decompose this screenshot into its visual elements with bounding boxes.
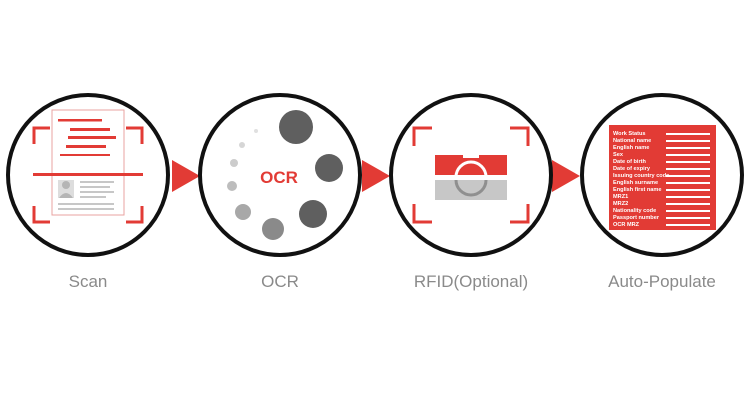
arrow-right-icon (552, 160, 580, 192)
form-field-label: Passport number (613, 215, 660, 221)
form-field-line (666, 140, 710, 142)
form-field-label: Nationality code (613, 208, 656, 214)
document-scan-icon (32, 109, 144, 224)
form-field-label: Sex (613, 152, 624, 158)
scan-step (6, 93, 170, 257)
step-label-auto-populate: Auto-Populate (608, 272, 716, 291)
form-field-line (666, 161, 710, 163)
step-label-rfid: RFID(Optional) (413, 272, 529, 291)
arrow-right-icon (172, 160, 200, 192)
ocr-step: OCR (198, 93, 362, 257)
form-field-line (666, 133, 710, 135)
form-field-line (666, 189, 710, 191)
form-field-label: English first name (613, 187, 662, 193)
form-field-line (666, 154, 710, 156)
form-field-line (666, 196, 710, 198)
form-field-label: National name (613, 138, 651, 144)
form-field-line (666, 210, 710, 212)
form-field-line (666, 217, 710, 219)
step-label-ocr: OCR (261, 272, 299, 291)
step-label-scan: Scan (68, 272, 108, 291)
form-field-label: English name (613, 145, 649, 151)
form-field-label: English surname (613, 180, 658, 186)
form-field-label: Issuing country code (613, 173, 669, 179)
form-field-line (666, 203, 710, 205)
form-field-line (666, 175, 710, 177)
form-field-line (666, 224, 710, 226)
form-field-line (666, 147, 710, 149)
form-field-label: Date of expiry (613, 166, 651, 172)
ocr-center-text: OCR (260, 168, 298, 187)
form-field-label: Work Status (613, 131, 646, 137)
form-field-label: MRZ1 (613, 194, 628, 200)
form-field-label: OCR MRZ (613, 222, 640, 228)
arrow-right-icon (362, 160, 390, 192)
form-field-line (666, 182, 710, 184)
form-field-label: Date of birth (613, 159, 647, 165)
rfid-step (389, 93, 553, 257)
ocr-spinner-icon: OCR (227, 110, 343, 240)
form-field-label: MRZ2 (613, 201, 628, 207)
rfid-chip-icon (412, 126, 530, 224)
form-field-line (666, 168, 710, 170)
